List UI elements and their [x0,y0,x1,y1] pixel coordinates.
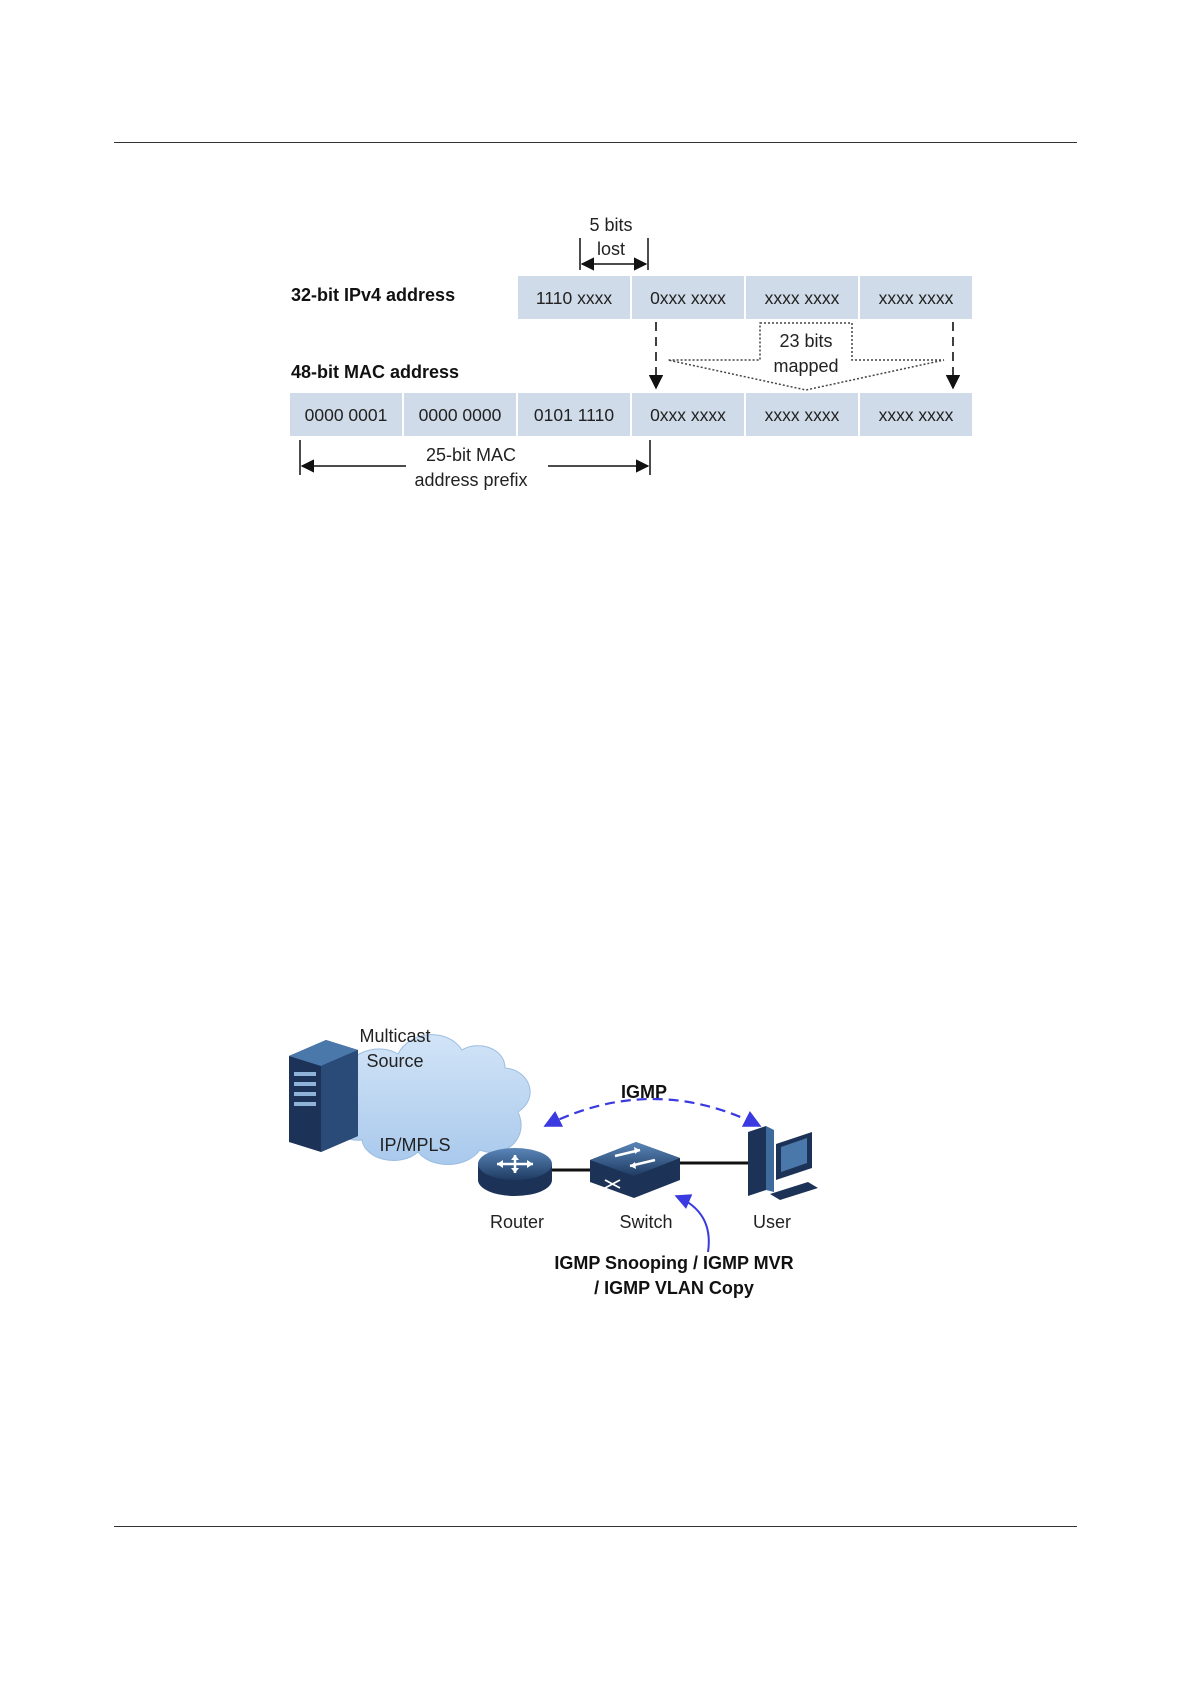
igmp-label: IGMP [621,1082,667,1102]
computer-icon [748,1126,818,1200]
igmp-arrow [545,1099,760,1126]
feature-line1: IGMP Snooping / IGMP MVR [554,1253,793,1273]
cloud-label: IP/MPLS [379,1135,450,1155]
source-line2: Source [366,1051,423,1071]
server-icon [289,1040,358,1152]
source-line1: Multicast [359,1026,430,1046]
feature-pointer-arrow [676,1196,709,1252]
router-label: Router [490,1212,544,1232]
feature-line2: / IGMP VLAN Copy [594,1278,754,1298]
switch-icon [590,1142,680,1198]
router-icon [478,1148,552,1196]
user-label: User [753,1212,791,1232]
switch-label: Switch [619,1212,672,1232]
